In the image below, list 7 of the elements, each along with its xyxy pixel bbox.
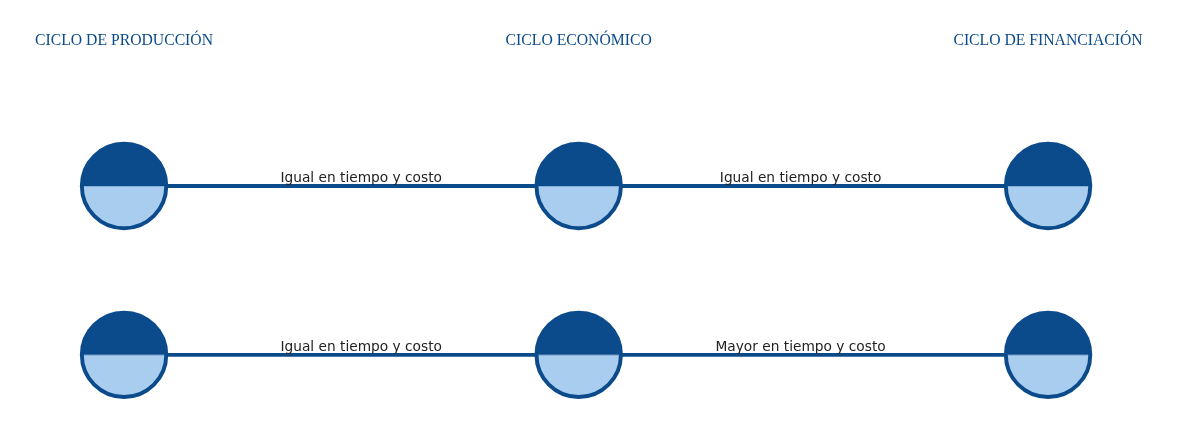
label: CICLO DE FINANCIACIÓN [953,31,1143,49]
label: CICLO ECONÓMICO [505,31,652,49]
edge-label: Mayor en tiempo y costo [715,338,886,355]
label: CICLO DE PRODUCCIÓN [35,31,214,49]
edge-label: Igual en tiempo y costo [280,169,442,186]
edge-label: Igual en tiempo y costo [719,169,882,186]
edge-label: Igual en tiempo y costo [280,338,442,355]
